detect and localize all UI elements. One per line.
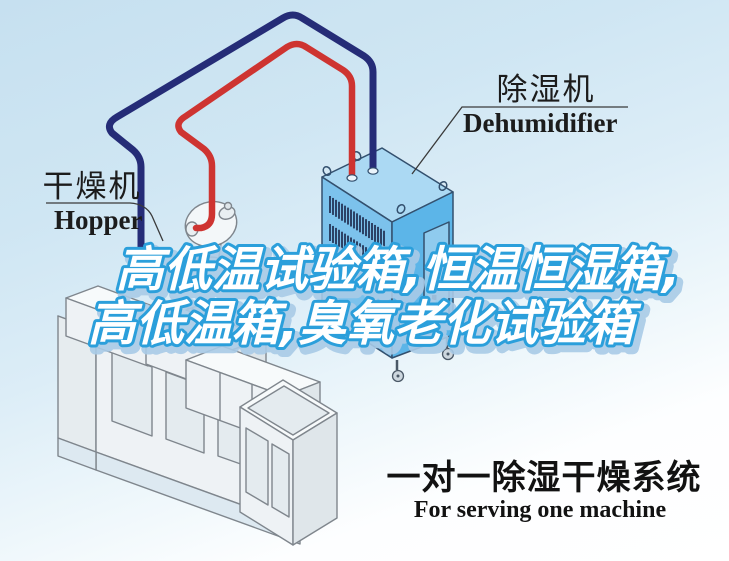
headline: 高低温试验箱,恒温恒湿箱, 高低温试验箱,恒温恒湿箱, 高低温箱,臭氧老化试验箱… [85,239,689,362]
hose-port-blue [367,167,379,175]
host-machine-illustration [57,285,338,546]
dry-air-hose-blue [105,11,377,261]
headline-line1: 高低温试验箱,恒温恒湿箱, [116,242,680,298]
dehumidifier-label-en: Dehumidifier [463,108,618,138]
footer-caption-zh: 一对一除湿干燥系统 [387,458,702,497]
hopper-label-en: Hopper [54,205,143,235]
cabinet-casters [319,316,455,383]
headline-line2: 高低温箱,臭氧老化试验箱 [88,296,642,352]
headline-line1-shadow: 高低温试验箱,恒温恒湿箱, [120,247,684,303]
hose-port-red [346,174,358,182]
hopper-leader-line [46,202,164,242]
footer-caption: 一对一除湿干燥系统 For serving one machine [387,458,702,523]
dehumidifier-label-zh: 除湿机 [497,72,596,107]
footer-caption-en: For serving one machine [414,497,667,523]
return-air-hose-red [175,40,356,232]
dehumidifier-leader-line [411,106,628,175]
hopper-label-zh: 干燥机 [43,169,142,204]
headline-line2-shadow: 高低温箱,臭氧老化试验箱 [92,301,646,357]
cabinet-vent-bars [329,196,385,276]
